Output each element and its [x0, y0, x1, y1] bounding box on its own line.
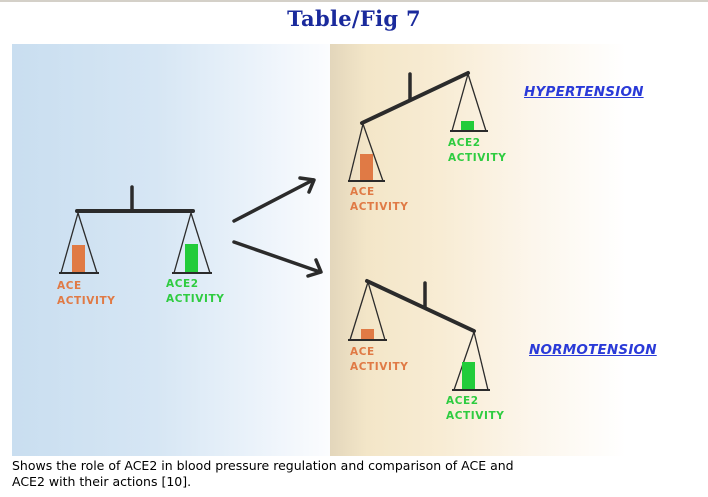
label-line: ACE — [350, 346, 375, 358]
hypertension-ace2-label: ACE2 ACTIVITY — [448, 136, 507, 166]
normotension-condition-label: NORMOTENSION — [529, 342, 657, 358]
hypertension-ace-bar — [360, 154, 373, 180]
label-line: ACE — [350, 186, 375, 198]
hypertension-condition-label: HYPERTENSION — [524, 84, 644, 100]
figure-caption: Shows the role of ACE2 in blood pressure… — [12, 458, 612, 490]
arrow-down-right-icon — [232, 240, 323, 278]
label-line: ACE2 — [448, 137, 481, 149]
baseline-right-pan — [172, 212, 212, 274]
normotension-ace-bar — [361, 329, 374, 339]
caption-line-1: Shows the role of ACE2 in blood pressure… — [12, 458, 514, 473]
top-border — [0, 0, 708, 2]
baseline-panel — [12, 44, 330, 456]
baseline-ace-bar — [72, 245, 85, 272]
hypertension-ace2-bar — [461, 121, 474, 130]
normotension-beam — [365, 279, 476, 333]
label-line: ACTIVITY — [57, 295, 116, 307]
hypertension-left-pan — [348, 123, 385, 182]
normotension-ace-label: ACE ACTIVITY — [350, 345, 409, 375]
label-line: ACTIVITY — [350, 201, 409, 213]
figure-panel — [12, 44, 700, 456]
hypertension-right-pan — [450, 73, 488, 132]
label-line: ACE2 — [446, 395, 479, 407]
caption-line-2: ACE2 with their actions [10]. — [12, 474, 192, 489]
hypertension-ace-label: ACE ACTIVITY — [350, 185, 409, 215]
baseline-ace2-bar — [185, 244, 198, 272]
label-line: ACTIVITY — [448, 152, 507, 164]
normotension-right-pan — [452, 331, 490, 391]
baseline-scale — [59, 185, 212, 274]
label-line: ACTIVITY — [446, 410, 505, 422]
label-line: ACTIVITY — [166, 293, 225, 305]
label-line: ACE2 — [166, 278, 199, 290]
label-line: ACE — [57, 280, 82, 292]
label-line: ACTIVITY — [350, 361, 409, 373]
baseline-left-pan — [59, 212, 99, 274]
arrow-up-right-icon — [232, 176, 316, 223]
normotension-ace2-bar — [462, 362, 475, 389]
normotension-scale — [348, 279, 490, 391]
baseline-ace2-label: ACE2 ACTIVITY — [166, 277, 225, 307]
figure-title: Table/Fig 7 — [287, 6, 421, 31]
baseline-ace-label: ACE ACTIVITY — [57, 279, 116, 309]
conditions-panel — [330, 44, 700, 456]
hypertension-beam — [360, 71, 470, 125]
normotension-left-pan — [348, 281, 387, 341]
normotension-ace2-label: ACE2 ACTIVITY — [446, 394, 505, 424]
hypertension-scale — [348, 71, 488, 182]
